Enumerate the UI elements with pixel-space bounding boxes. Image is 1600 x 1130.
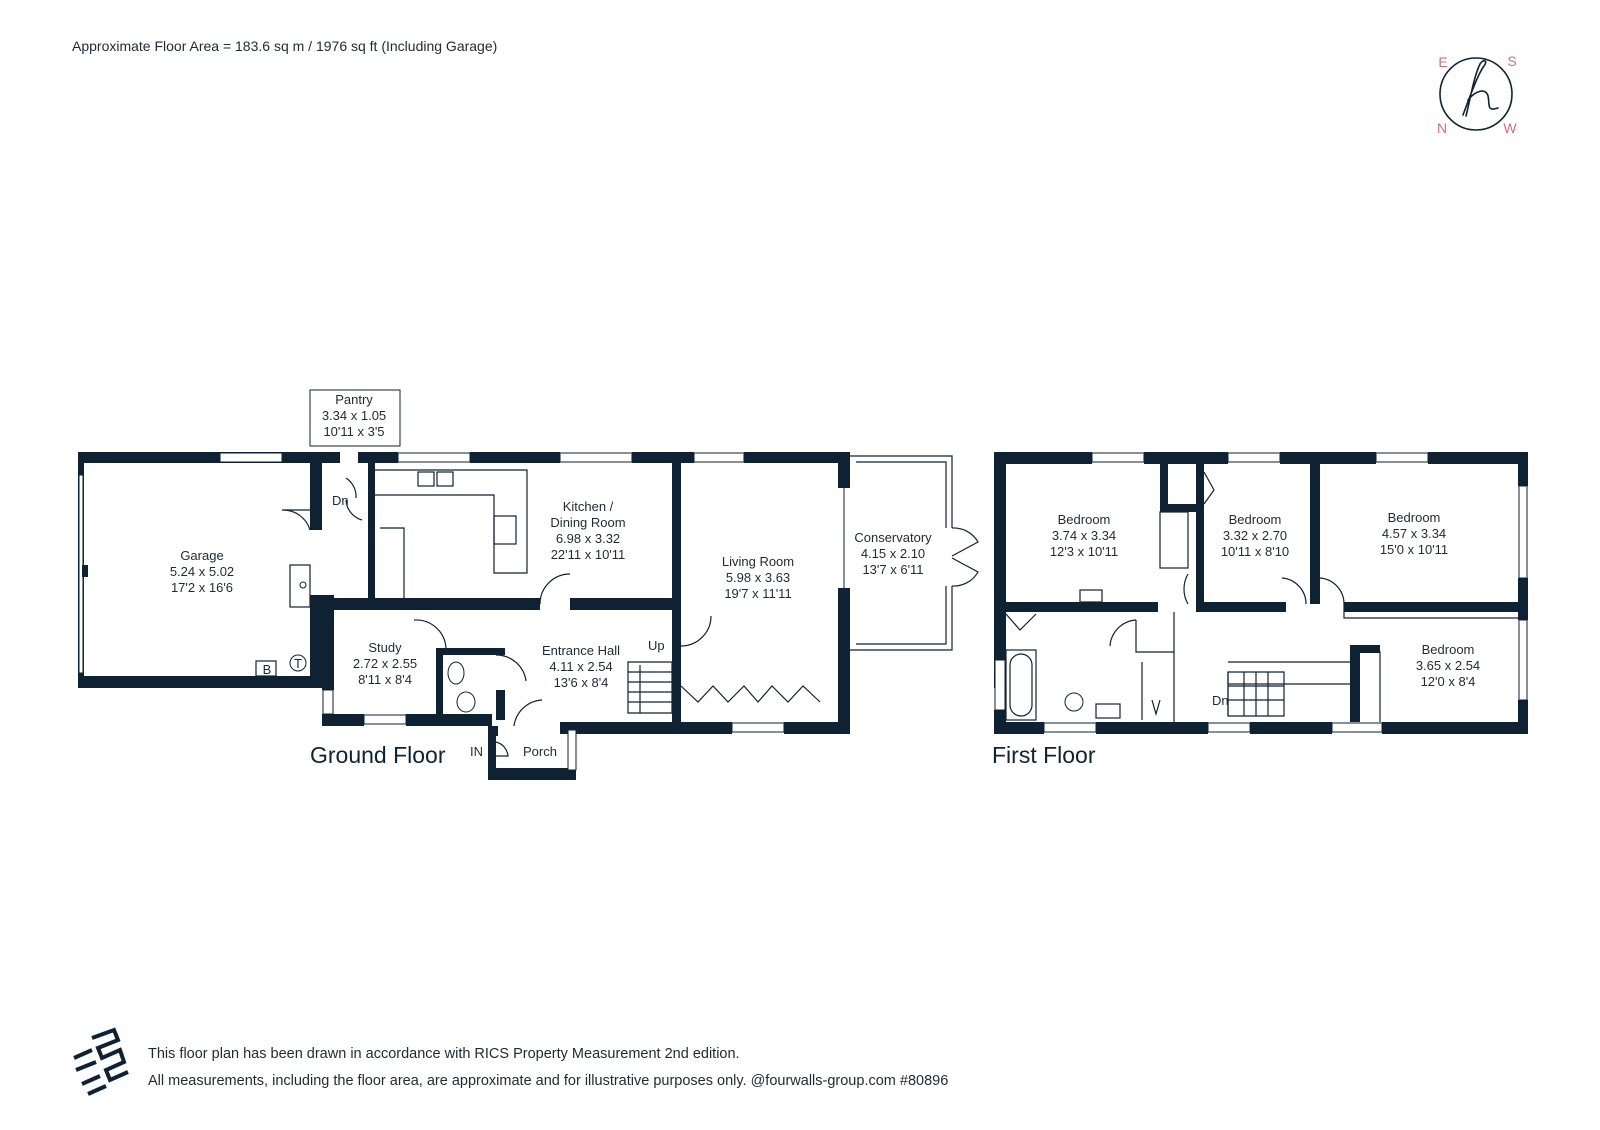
compass-s: S xyxy=(1507,53,1516,69)
bedroom2-imperial: 10'11 x 8'10 xyxy=(1221,544,1289,559)
bedroom4-imperial: 12'0 x 8'4 xyxy=(1421,674,1476,689)
hall-name: Entrance Hall xyxy=(542,643,620,658)
hall-imperial: 13'6 x 8'4 xyxy=(554,675,609,690)
bedroom4-metric: 3.65 x 2.54 xyxy=(1416,658,1480,673)
living-imperial: 19'7 x 11'11 xyxy=(724,586,791,601)
footer-line-1: This floor plan has been drawn in accord… xyxy=(148,1046,740,1062)
garage-name: Garage xyxy=(180,548,223,563)
footer-line-2: All measurements, including the floor ar… xyxy=(148,1073,948,1089)
dn-ground-marker: Dn xyxy=(332,493,349,508)
garage-metric: 5.24 x 5.02 xyxy=(170,564,234,579)
compass-logo-icon: E S N W xyxy=(1437,53,1517,136)
conservatory-metric: 4.15 x 2.10 xyxy=(861,546,925,561)
compass-e: E xyxy=(1438,54,1447,70)
up-marker: Up xyxy=(648,638,665,653)
bedroom2-name: Bedroom xyxy=(1229,512,1282,527)
living-metric: 5.98 x 3.63 xyxy=(726,570,790,585)
compass-w: W xyxy=(1503,120,1517,136)
garage-top-wall xyxy=(78,452,340,463)
bedroom3-imperial: 15'0 x 10'11 xyxy=(1380,542,1448,557)
study-metric: 2.72 x 2.55 xyxy=(353,656,417,671)
dn-first-marker: Dn xyxy=(1212,693,1229,708)
ground-floor-plan: B T Dn xyxy=(78,389,979,780)
porch-name: Porch xyxy=(523,744,557,759)
living-name: Living Room xyxy=(722,554,794,569)
kitchen-name-1: Kitchen / xyxy=(563,499,614,514)
floor-area-note: Approximate Floor Area = 183.6 sq m / 19… xyxy=(72,38,497,54)
boiler-marker: B xyxy=(263,662,272,677)
first-floor-plan: Dn xyxy=(994,452,1528,734)
in-marker: IN xyxy=(470,744,483,759)
bedroom2-metric: 3.32 x 2.70 xyxy=(1223,528,1287,543)
kitchen-metric: 6.98 x 3.32 xyxy=(556,531,620,546)
study-imperial: 8'11 x 8'4 xyxy=(358,672,412,687)
study-name: Study xyxy=(368,640,402,655)
bedroom3-name: Bedroom xyxy=(1388,510,1441,525)
pantry-name: Pantry xyxy=(335,392,373,407)
kitchen-name-2: Dining Room xyxy=(550,515,625,530)
pantry-imperial: 10'11 x 3'5 xyxy=(323,424,384,439)
ground-floor-label: Ground Floor xyxy=(310,742,446,768)
conservatory-name: Conservatory xyxy=(854,530,932,545)
compass-n: N xyxy=(1437,120,1447,136)
bedroom1-imperial: 12'3 x 10'11 xyxy=(1050,544,1118,559)
garage-imperial: 17'2 x 16'6 xyxy=(171,580,233,595)
conservatory-imperial: 13'7 x 6'11 xyxy=(862,562,923,577)
kitchen-imperial: 22'11 x 10'11 xyxy=(551,547,626,562)
bedroom1-metric: 3.74 x 3.34 xyxy=(1052,528,1116,543)
bedroom4-name: Bedroom xyxy=(1422,642,1475,657)
bedroom1-name: Bedroom xyxy=(1058,512,1111,527)
tank-marker: T xyxy=(294,656,302,671)
fourwalls-logo-icon xyxy=(73,1027,129,1096)
hall-metric: 4.11 x 2.54 xyxy=(549,659,612,674)
first-floor-label: First Floor xyxy=(992,742,1096,768)
garage-bottom-wall xyxy=(78,676,322,688)
bedroom3-metric: 4.57 x 3.34 xyxy=(1382,526,1446,541)
pantry-metric: 3.34 x 1.05 xyxy=(322,408,386,423)
